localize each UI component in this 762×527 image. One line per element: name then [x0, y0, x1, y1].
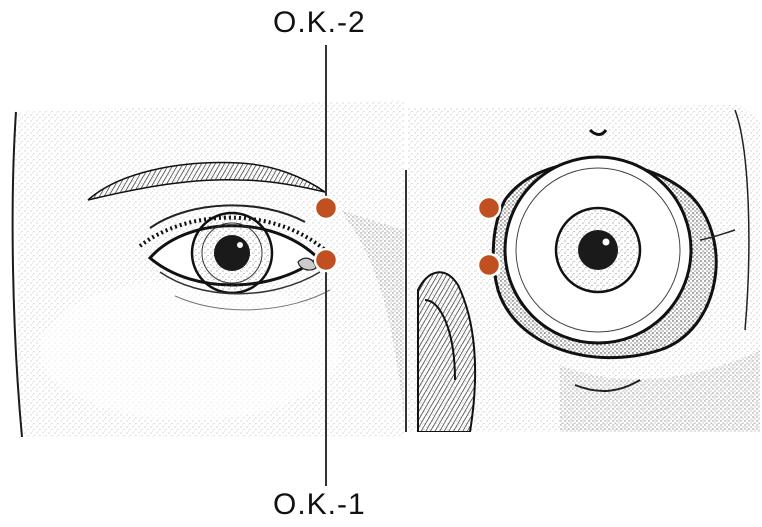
right-pupil [578, 230, 618, 270]
label-ok-2: O.K.-2 [273, 6, 366, 40]
acupoint-ok1-skull [478, 254, 500, 276]
acupoint-ok2-face [315, 197, 337, 219]
face-panel [0, 95, 406, 440]
label-ok-1: O.K.-1 [273, 488, 366, 522]
left-pupil [214, 235, 250, 271]
acupoint-ok1-face [315, 249, 337, 271]
skull-panel [406, 100, 762, 440]
acupoint-ok2-skull [478, 197, 500, 219]
